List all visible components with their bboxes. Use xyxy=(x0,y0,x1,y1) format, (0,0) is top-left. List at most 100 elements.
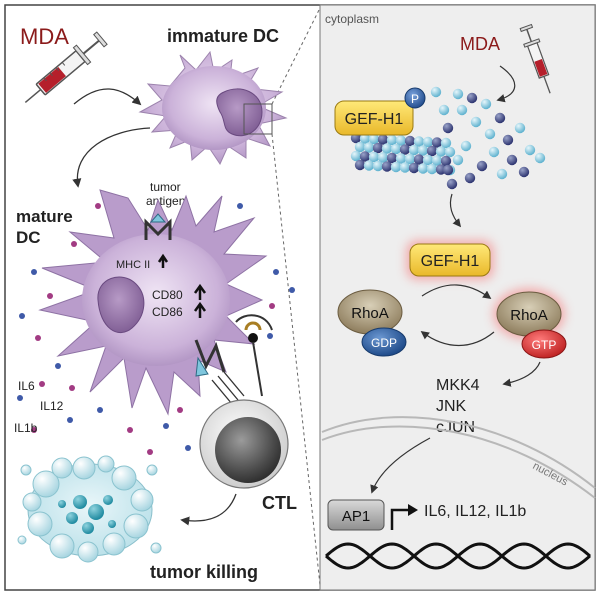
tubulin-bead xyxy=(430,86,442,98)
zoom-inset-box xyxy=(243,103,273,135)
ap1-label: AP1 xyxy=(342,508,370,525)
il1b-label: IL1b xyxy=(14,421,38,435)
il6-label: IL6 xyxy=(18,379,35,393)
tubulin-bead xyxy=(456,104,468,116)
tubulin-bead xyxy=(395,135,407,146)
tubulin-bead xyxy=(359,133,371,144)
tubulin-bead xyxy=(514,122,526,134)
mda-label-right: MDA xyxy=(460,34,500,54)
transcription-arrowhead-icon xyxy=(408,504,418,516)
nuclear-envelope-inner xyxy=(321,425,596,499)
dna-helix xyxy=(325,542,591,570)
mhc-up-arrow-icon xyxy=(157,253,169,268)
rhoa-left-label: RhoA xyxy=(351,305,389,322)
phospho-badge xyxy=(404,87,426,109)
tubulin-bead xyxy=(438,104,450,116)
tubulin-bead xyxy=(417,145,429,156)
tubulin-bead xyxy=(381,161,393,172)
tubulin-bead xyxy=(413,154,425,165)
tumor-antigen-label-line2: antigen xyxy=(146,194,185,208)
tubulin-bead xyxy=(524,144,536,156)
tubulin-bead xyxy=(395,153,407,164)
tubulin-bead xyxy=(440,137,452,149)
cjun-label: cJUN xyxy=(436,419,475,436)
tubulin-bead xyxy=(506,154,518,166)
arrow-gdp-to-gtp xyxy=(421,284,492,299)
arrow-mda-to-dc xyxy=(73,88,142,106)
tumor-killing-label: tumor killing xyxy=(150,562,258,582)
tubulin-bead xyxy=(518,166,530,178)
tubulin-bead xyxy=(359,151,371,162)
arrow-release-gef xyxy=(449,193,462,228)
il12-label: IL12 xyxy=(40,399,64,413)
cd86-up-arrow-icon xyxy=(193,301,207,318)
tubulin-bead xyxy=(390,161,402,173)
rhoa-right-label: RhoA xyxy=(510,307,548,324)
gef-h1-bound: GEF-H1 P xyxy=(334,87,426,136)
tubulin-bead xyxy=(431,155,443,166)
cytokine-genes-label: IL6, IL12, IL1b xyxy=(424,503,526,520)
tubulin-bead xyxy=(372,160,384,172)
tubulin-bead xyxy=(534,152,546,164)
tubulin-bead xyxy=(466,92,478,104)
tubulin-bead xyxy=(350,150,362,162)
tubulin-bead xyxy=(494,112,506,124)
mature-dc-cell xyxy=(38,189,268,416)
tubulin-bead xyxy=(404,135,416,147)
phospho-label: P xyxy=(411,92,419,106)
tubulin-bead xyxy=(408,144,420,156)
tubulin-bead xyxy=(444,146,456,158)
ctl-label: CTL xyxy=(262,493,297,513)
tumor-cell xyxy=(17,455,162,563)
cd80-label: CD80 xyxy=(152,288,183,302)
ap1-box: AP1 xyxy=(327,499,385,531)
arrow-mda-to-microtubule xyxy=(496,65,516,103)
cytoplasm-label: cytoplasm xyxy=(325,12,379,26)
tubulin-bead xyxy=(399,162,411,173)
tubulin-bead xyxy=(381,143,393,154)
tubulin-bead xyxy=(363,160,375,171)
tubulin-bead xyxy=(476,160,488,172)
tubulin-bead xyxy=(422,136,434,148)
tubulin-bead xyxy=(408,162,420,174)
gef-h1-released: GEF-H1 xyxy=(406,240,494,280)
tubulin-bead xyxy=(431,137,443,148)
gtp-label: GTP xyxy=(532,338,557,352)
tubulin-bead xyxy=(464,172,476,184)
tumor-antigen-label-line1: tumor xyxy=(150,180,181,194)
cytokine-dots xyxy=(17,203,295,455)
tubulin-bead xyxy=(368,133,380,145)
costim-receptor-icon xyxy=(235,314,273,397)
tubulin-bead xyxy=(399,144,411,155)
tubulin-bead xyxy=(460,140,472,152)
tubulin-bead xyxy=(354,159,366,171)
arrow-cjun-to-ap1 xyxy=(370,437,431,494)
tubulin-bead xyxy=(488,146,500,158)
tubulin-bead xyxy=(372,142,384,154)
dna-strand xyxy=(325,542,591,570)
tubulin-bead xyxy=(470,116,482,128)
nuclear-envelope-outer xyxy=(321,416,596,489)
tubulin-bead xyxy=(377,152,389,163)
microtubule-beads xyxy=(350,86,546,190)
transcription-start-icon xyxy=(390,508,410,530)
tubulin-bead xyxy=(368,151,380,163)
tubulin-bead xyxy=(442,122,454,134)
tubulin-bead xyxy=(377,134,389,145)
mda-label-left: MDA xyxy=(20,24,69,49)
tubulin-bead xyxy=(442,164,454,176)
mature-dc-label-line2: DC xyxy=(16,228,41,247)
gef-h1-mid-label: GEF-H1 xyxy=(421,253,480,270)
arrow-ctl-to-tumor xyxy=(180,493,237,526)
tubulin-bead xyxy=(484,128,496,140)
tubulin-bead xyxy=(502,134,514,146)
jnk-label: JNK xyxy=(436,398,467,415)
tubulin-bead xyxy=(496,168,508,180)
rhoa-gdp: RhoA GDP xyxy=(337,289,407,357)
tubulin-bead xyxy=(422,154,434,166)
rhoa-gtp: RhoA GTP xyxy=(493,288,567,359)
synapse-receptor-icon xyxy=(194,339,245,405)
tubulin-bead xyxy=(426,145,438,157)
gdp-label: GDP xyxy=(371,336,397,350)
mature-dc-label-line1: mature xyxy=(16,207,73,226)
